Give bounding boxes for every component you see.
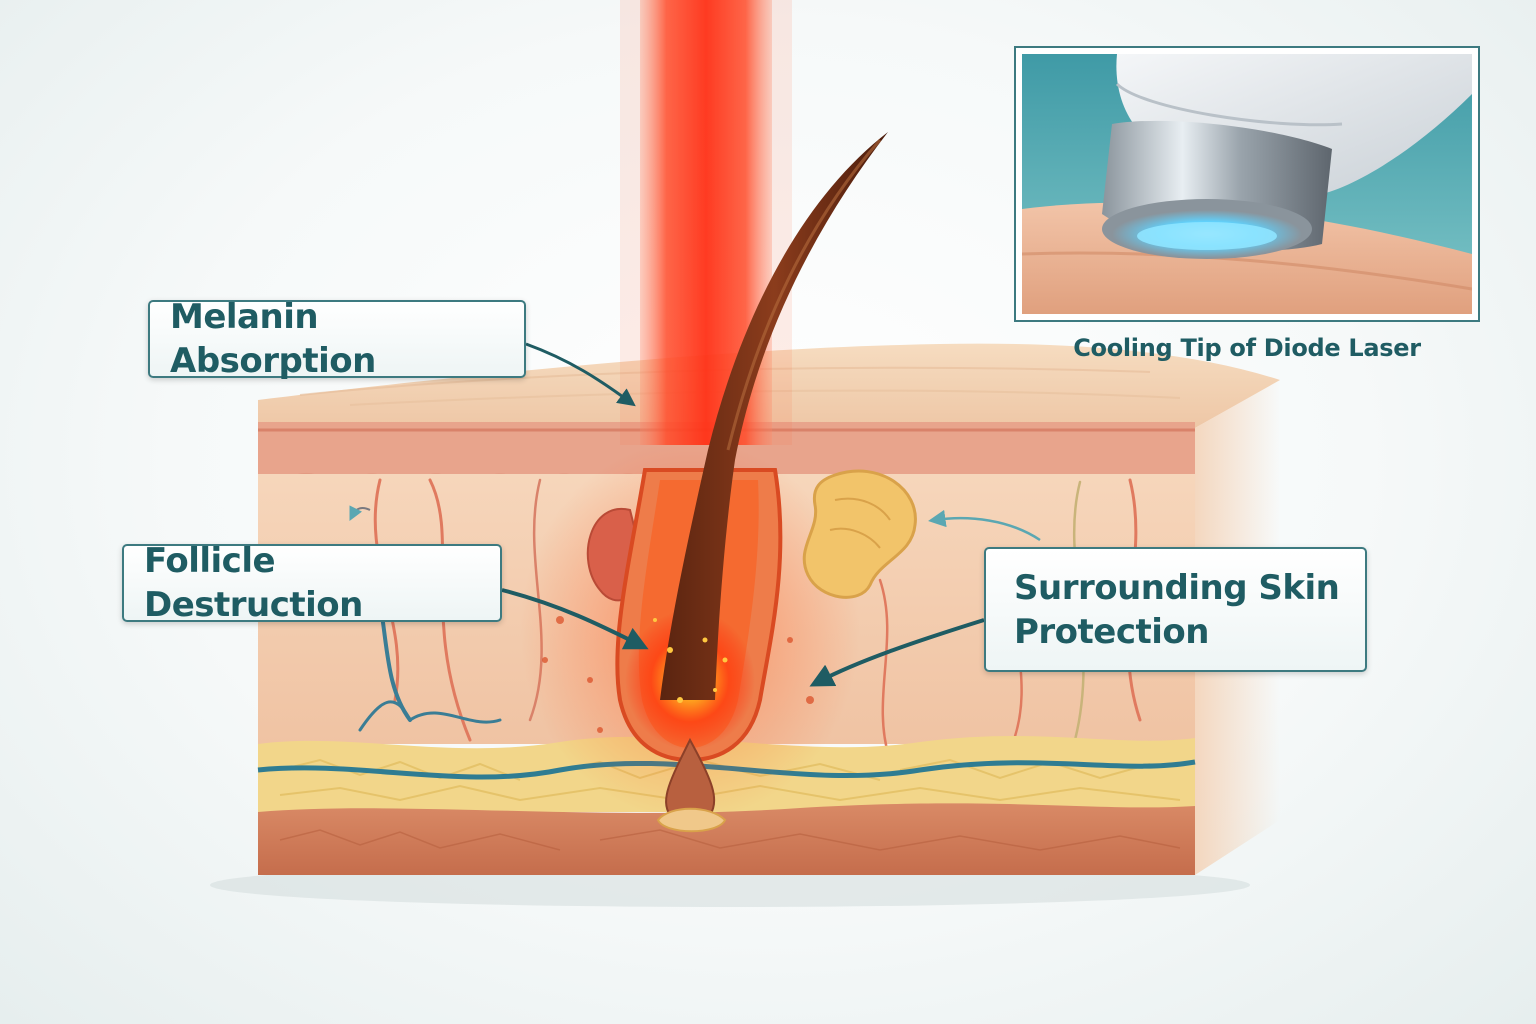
melanin-absorption-text: Melanin Absorption <box>170 297 376 381</box>
vessel-flow-arrow <box>349 505 371 522</box>
sebaceous-gland-right <box>802 469 917 599</box>
cooling-tip-inset <box>1014 46 1480 322</box>
follicle-destruction-label: Follicle Destruction <box>122 541 502 625</box>
cooling-tip-illustration <box>1022 54 1472 314</box>
surrounding-skin-protection-label: Surrounding Skin Protection <box>984 547 1367 672</box>
follicle-destruction-text: Follicle Destruction <box>144 541 363 625</box>
melanin-pointer-arrow <box>525 342 636 407</box>
surrounding-pointer-arrow <box>809 618 985 687</box>
surrounding-skin-line1: Surrounding Skin <box>1014 567 1340 608</box>
melanin-absorption-label: Melanin Absorption <box>148 297 526 381</box>
surrounding-skin-line2: Protection <box>1014 611 1209 652</box>
heat-particles <box>653 618 728 703</box>
cooling-tip-caption: Cooling Tip of Diode Laser <box>1073 334 1421 362</box>
hair-shaft <box>660 132 888 700</box>
follicle-pointer-arrow <box>501 588 649 650</box>
subcutaneous-layer <box>258 803 1195 875</box>
small-flow-arrow <box>928 509 1041 542</box>
